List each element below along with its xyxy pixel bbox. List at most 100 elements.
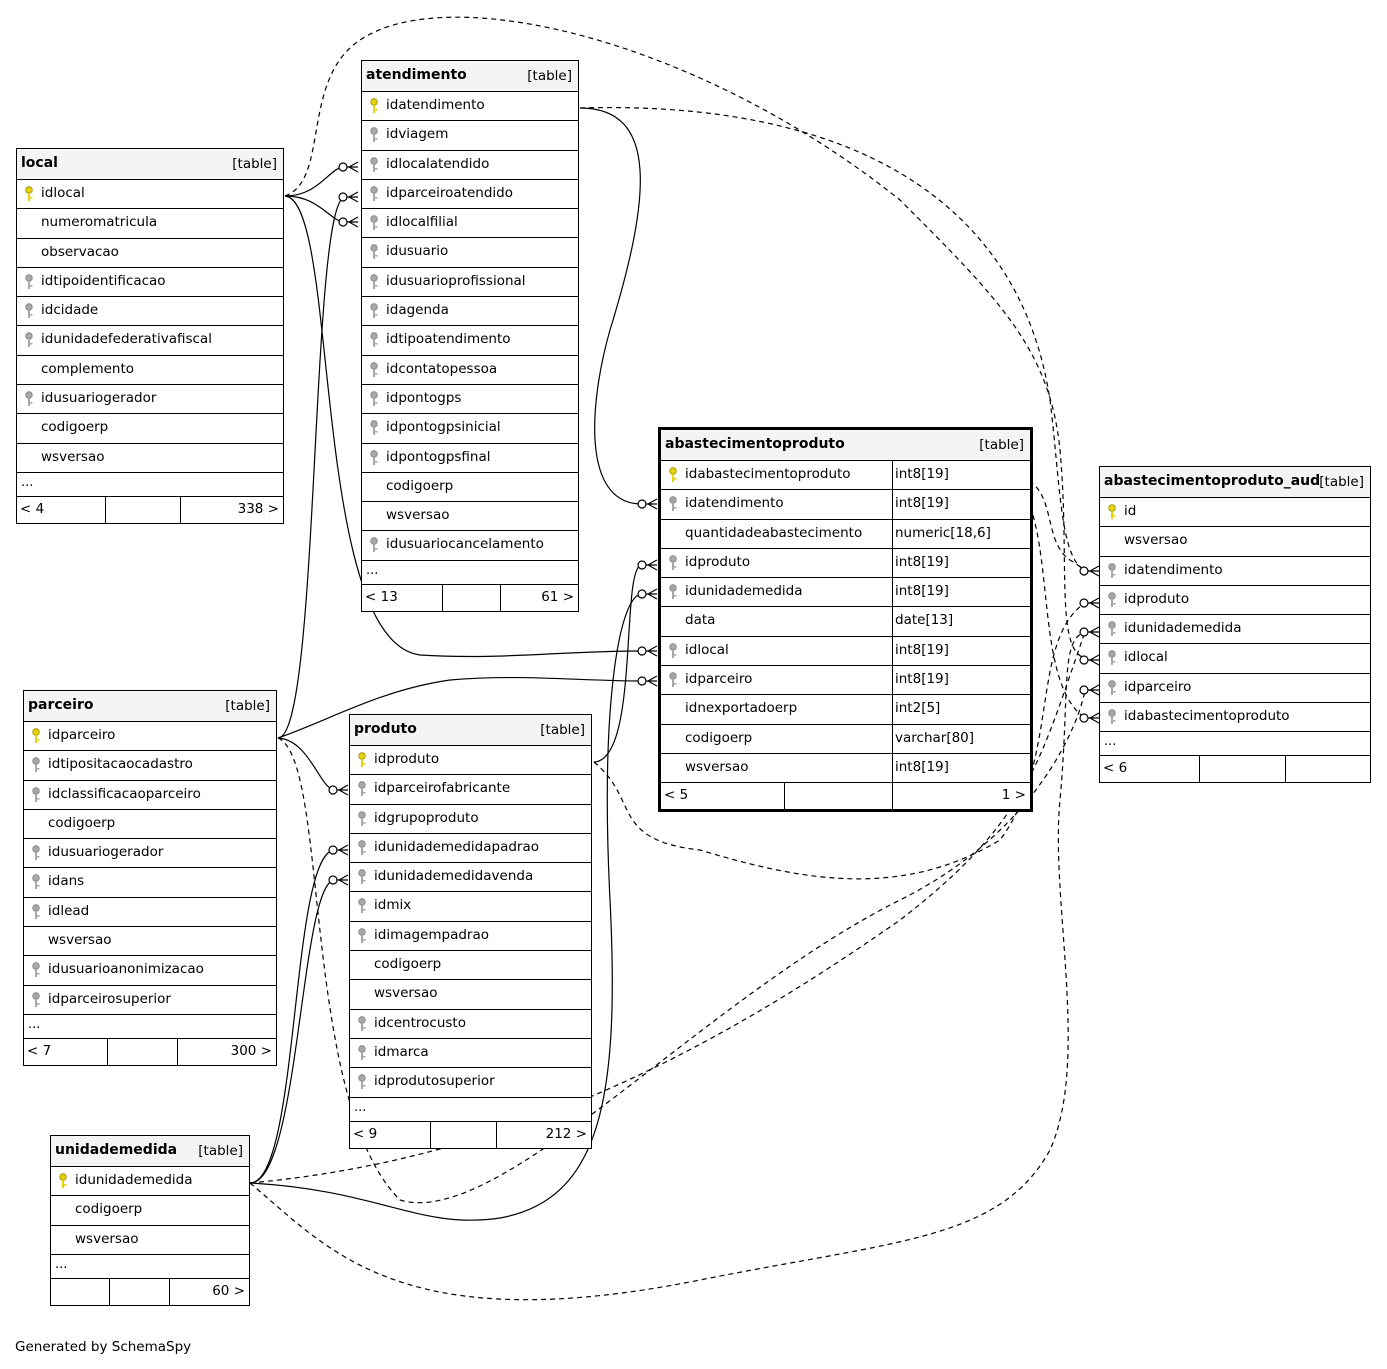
column-row[interactable]: idimagempadrao: [350, 922, 591, 952]
column-row[interactable]: idviagem: [362, 121, 578, 151]
column-row[interactable]: id: [1100, 498, 1370, 528]
column-row[interactable]: codigoerp: [51, 1196, 249, 1226]
column-row[interactable]: idlead: [24, 898, 276, 928]
column-row[interactable]: idlocal: [17, 180, 283, 210]
column-row[interactable]: idtipoidentificacao: [17, 268, 283, 298]
column-row[interactable]: idmarca: [350, 1039, 591, 1069]
column-row[interactable]: idmix: [350, 892, 591, 922]
column-row[interactable]: wsversao: [1100, 527, 1370, 557]
column-row[interactable]: idparceiroatendido: [362, 180, 578, 210]
column-row[interactable]: idusuarioanonimizacao: [24, 956, 276, 986]
column-row[interactable]: idlocal: [1100, 644, 1370, 674]
column-row[interactable]: codigoerp: [17, 414, 283, 444]
more-columns-ellipsis[interactable]: ...: [17, 473, 283, 497]
column-row[interactable]: idusuariogerador: [17, 385, 283, 415]
column-row[interactable]: idunidademedidavenda: [350, 863, 591, 893]
column-row[interactable]: idgrupoproduto: [350, 805, 591, 834]
column-row[interactable]: idparceiro: [1100, 674, 1370, 704]
child-count-link[interactable]: 1 >: [892, 783, 1030, 810]
column-row[interactable]: wsversao: [362, 502, 578, 532]
column-row[interactable]: idusuariocancelamento: [362, 531, 578, 561]
table-header[interactable]: atendimento[table]: [362, 61, 578, 92]
column-row[interactable]: idlocalfilial: [362, 209, 578, 239]
column-row[interactable]: observacao: [17, 239, 283, 268]
child-count-link[interactable]: 212 >: [496, 1121, 591, 1148]
column-row[interactable]: idparceirosuperior: [24, 986, 276, 1015]
table-header[interactable]: abastecimentoproduto[table]: [661, 430, 1030, 461]
column-row[interactable]: idatendimento: [362, 92, 578, 122]
column-row[interactable]: idcontatopessoa: [362, 356, 578, 385]
column-row[interactable]: idusuarioprofissional: [362, 268, 578, 298]
column-row[interactable]: idans: [24, 868, 276, 898]
column-row[interactable]: idunidademedida: [1100, 615, 1370, 645]
child-count-link[interactable]: 338 >: [180, 496, 283, 523]
parent-count-link[interactable]: < 5: [664, 787, 689, 804]
more-columns-ellipsis[interactable]: ...: [24, 1015, 276, 1039]
column-row[interactable]: idabastecimentoproduto: [1100, 703, 1370, 733]
column-row[interactable]: idpontogps: [362, 385, 578, 415]
parent-count-link[interactable]: < 6: [1103, 760, 1128, 777]
column-row[interactable]: idunidademedidapadrao: [350, 834, 591, 864]
column-row[interactable]: complemento: [17, 356, 283, 386]
column-row[interactable]: wsversao: [17, 444, 283, 473]
more-columns-ellipsis[interactable]: ...: [51, 1255, 249, 1279]
column-row[interactable]: codigoerp: [362, 473, 578, 503]
more-columns-ellipsis[interactable]: ...: [362, 561, 578, 585]
column-row[interactable]: idprodutosuperior: [350, 1068, 591, 1098]
column-row[interactable]: wsversao: [24, 927, 276, 957]
table-header[interactable]: abastecimentoproduto_aud[table]: [1100, 467, 1370, 498]
column-row[interactable]: numeromatricula: [17, 209, 283, 239]
table-abastecimentoproduto[interactable]: abastecimentoproduto[table]idabastecimen…: [658, 427, 1033, 813]
parent-count-link[interactable]: < 13: [365, 588, 398, 605]
table-header[interactable]: unidademedida[table]: [51, 1136, 249, 1167]
child-count-link[interactable]: 60 >: [169, 1278, 249, 1305]
column-row[interactable]: idagenda: [362, 297, 578, 327]
column-row[interactable]: idproduto: [1100, 586, 1370, 616]
table-header[interactable]: parceiro[table]: [24, 691, 276, 722]
table-header[interactable]: local[table]: [17, 149, 283, 180]
child-count-link[interactable]: [1285, 756, 1370, 783]
column-row[interactable]: codigoerp: [350, 951, 591, 981]
column-row[interactable]: wsversao: [51, 1226, 249, 1255]
more-columns-ellipsis[interactable]: ...: [1100, 732, 1370, 757]
column-row[interactable]: idparceiro: [24, 722, 276, 752]
column-row[interactable]: idparceirofabricante: [350, 775, 591, 805]
column-row[interactable]: codigoerp: [24, 810, 276, 840]
child-count-link[interactable]: 300 >: [177, 1038, 276, 1065]
column-row[interactable]: idtipositacaocadastro: [24, 751, 276, 781]
parent-count-link[interactable]: < 9: [353, 1125, 378, 1142]
column-row[interactable]: idclassificacaoparceiro: [24, 781, 276, 810]
column-row[interactable]: idusuariogerador: [24, 839, 276, 869]
child-count-link[interactable]: 61 >: [500, 584, 578, 611]
parent-count-link[interactable]: < 4: [20, 500, 45, 517]
column-row[interactable]: idlocalatendido: [362, 151, 578, 180]
more-columns-ellipsis[interactable]: ...: [350, 1098, 591, 1122]
column-row[interactable]: idtipoatendimento: [362, 326, 578, 356]
column-row[interactable]: idpontogpsinicial: [362, 414, 578, 444]
parent-count-link[interactable]: < 7: [27, 1042, 52, 1059]
column-row[interactable]: idpontogpsfinal: [362, 444, 578, 473]
column-row[interactable]: idatendimento: [1100, 557, 1370, 586]
column-row[interactable]: idcentrocusto: [350, 1010, 591, 1039]
column-row[interactable]: idusuario: [362, 238, 578, 268]
column-row[interactable]: wsversao: [350, 980, 591, 1010]
table-header[interactable]: produto[table]: [350, 715, 591, 746]
column-row[interactable]: idproduto: [350, 746, 591, 776]
